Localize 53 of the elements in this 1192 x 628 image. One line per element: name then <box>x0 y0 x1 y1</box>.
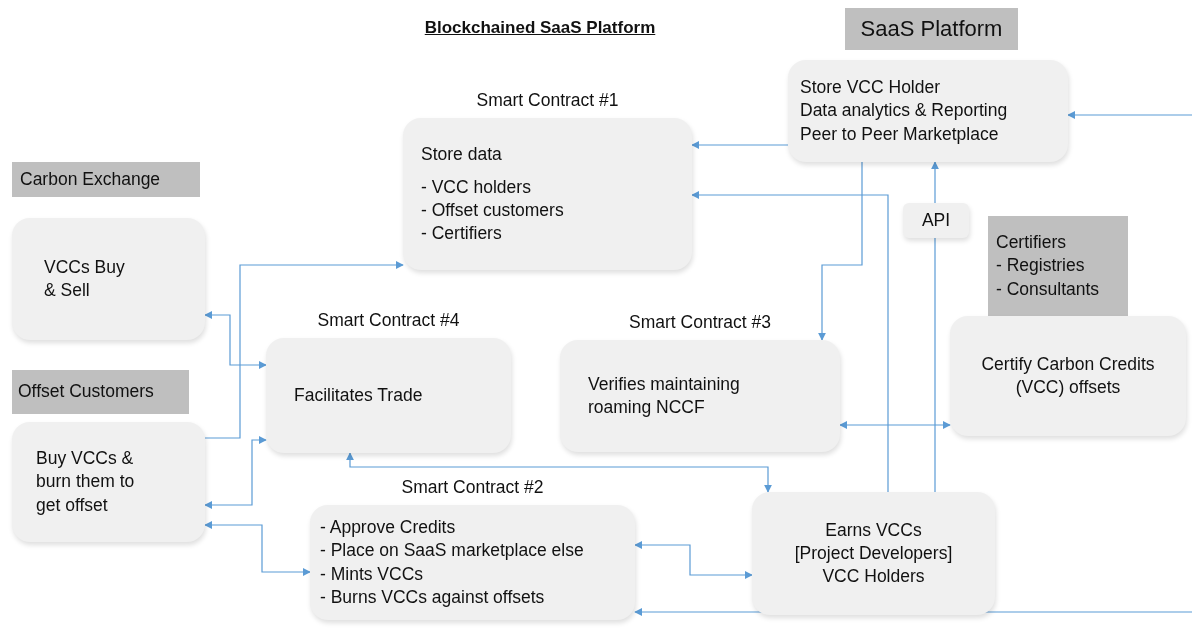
category-tag <box>988 216 1128 316</box>
contract-heading: Smart Contract #4 <box>316 308 461 332</box>
node-text: [Project Developers] <box>794 541 953 565</box>
node-text: Certifiers <box>996 231 1066 255</box>
connector-arrow <box>204 311 267 369</box>
diagram-title: Blockchained SaaS Platform <box>423 18 657 38</box>
node-text: Data analytics & Reporting <box>800 99 1008 123</box>
node-text: VCC Holders <box>822 565 925 589</box>
process-box <box>12 422 205 542</box>
category-tag <box>845 8 1018 50</box>
category-tag <box>12 162 200 197</box>
node-text: Carbon Exchange <box>20 167 161 191</box>
connector-arrow <box>839 421 951 429</box>
node-text: - Certifiers <box>421 222 502 246</box>
node-text: VCCs Buy & Sell <box>44 255 126 302</box>
node-text: - Offset customers <box>421 199 564 222</box>
contract-heading: Smart Contract #2 <box>400 475 545 499</box>
connector-arrow <box>931 161 939 204</box>
connector-arrow <box>204 436 267 509</box>
connector-arrow <box>691 191 889 493</box>
node-text: Buy VCCs & burn them to get offset <box>36 447 136 517</box>
node-text: Store VCC Holder <box>800 76 941 100</box>
node-text: Facilitates Trade <box>294 383 423 407</box>
category-tag <box>12 370 189 414</box>
connector-arrow <box>634 541 753 579</box>
connector-arrow <box>204 521 311 576</box>
contract-heading: Smart Contract #3 <box>628 310 772 334</box>
connector-arrow <box>818 161 863 341</box>
node-text: - Burns VCCs against offsets <box>320 585 545 609</box>
node-text: SaaS Platform <box>860 15 1003 44</box>
node-text: Offset Customers <box>18 380 154 404</box>
process-box <box>752 492 995 615</box>
contract-heading: Smart Contract #1 <box>475 88 620 112</box>
node-text: Store data <box>421 142 502 166</box>
node-text: Verifies maintaining roaming NCCF <box>588 372 741 419</box>
node-text: API <box>921 208 951 232</box>
connector-arrow <box>691 141 789 149</box>
process-box <box>788 60 1068 162</box>
node-text: - Consultants <box>996 277 1100 301</box>
api-box <box>903 203 969 238</box>
node-text: Certify Carbon Credits (VCC) offsets <box>980 352 1156 399</box>
node-text: Earns VCCs <box>825 518 922 542</box>
node-text: - Mints VCCs <box>320 562 424 586</box>
connector-arrow <box>204 261 404 439</box>
connector-arrow <box>1067 111 1192 119</box>
process-box <box>12 218 205 340</box>
node-text: - Approve Credits <box>320 516 456 540</box>
node-text: - Place on SaaS marketplace else <box>320 539 584 563</box>
process-box <box>950 316 1186 436</box>
connector-arrow <box>346 452 772 493</box>
node-text: - VCC holders <box>421 175 531 199</box>
node-text: - Registries <box>996 254 1085 278</box>
node-text: Peer to Peer Marketplace <box>800 122 999 146</box>
